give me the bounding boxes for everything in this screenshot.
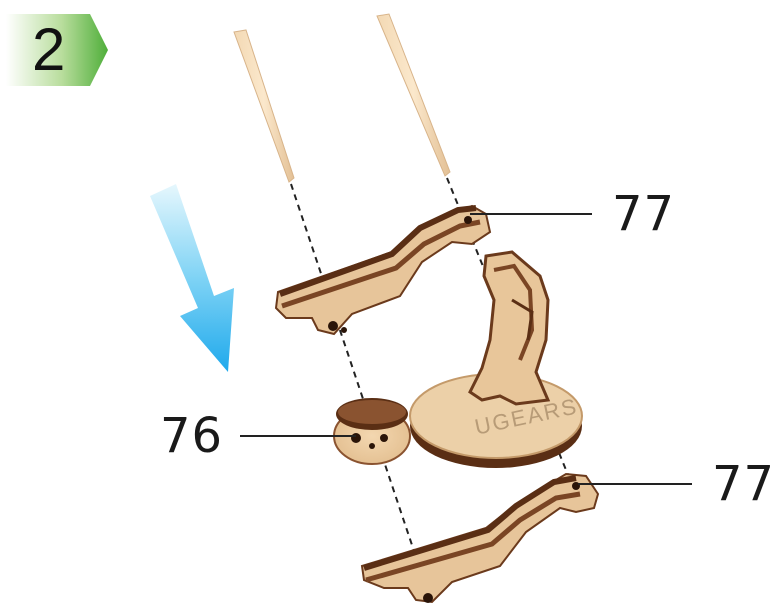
callout-77-bottom: 77 <box>712 460 775 508</box>
callout-77-top: 77 <box>612 190 675 238</box>
down-arrow-icon <box>150 184 234 372</box>
wooden-pin-icon <box>377 14 450 176</box>
callout-76: 76 <box>160 412 223 460</box>
arm-part-77-bottom <box>362 474 598 603</box>
arm-part-77-top <box>276 206 490 334</box>
disc-part-76 <box>334 398 410 464</box>
wooden-pin-icon <box>234 30 294 182</box>
